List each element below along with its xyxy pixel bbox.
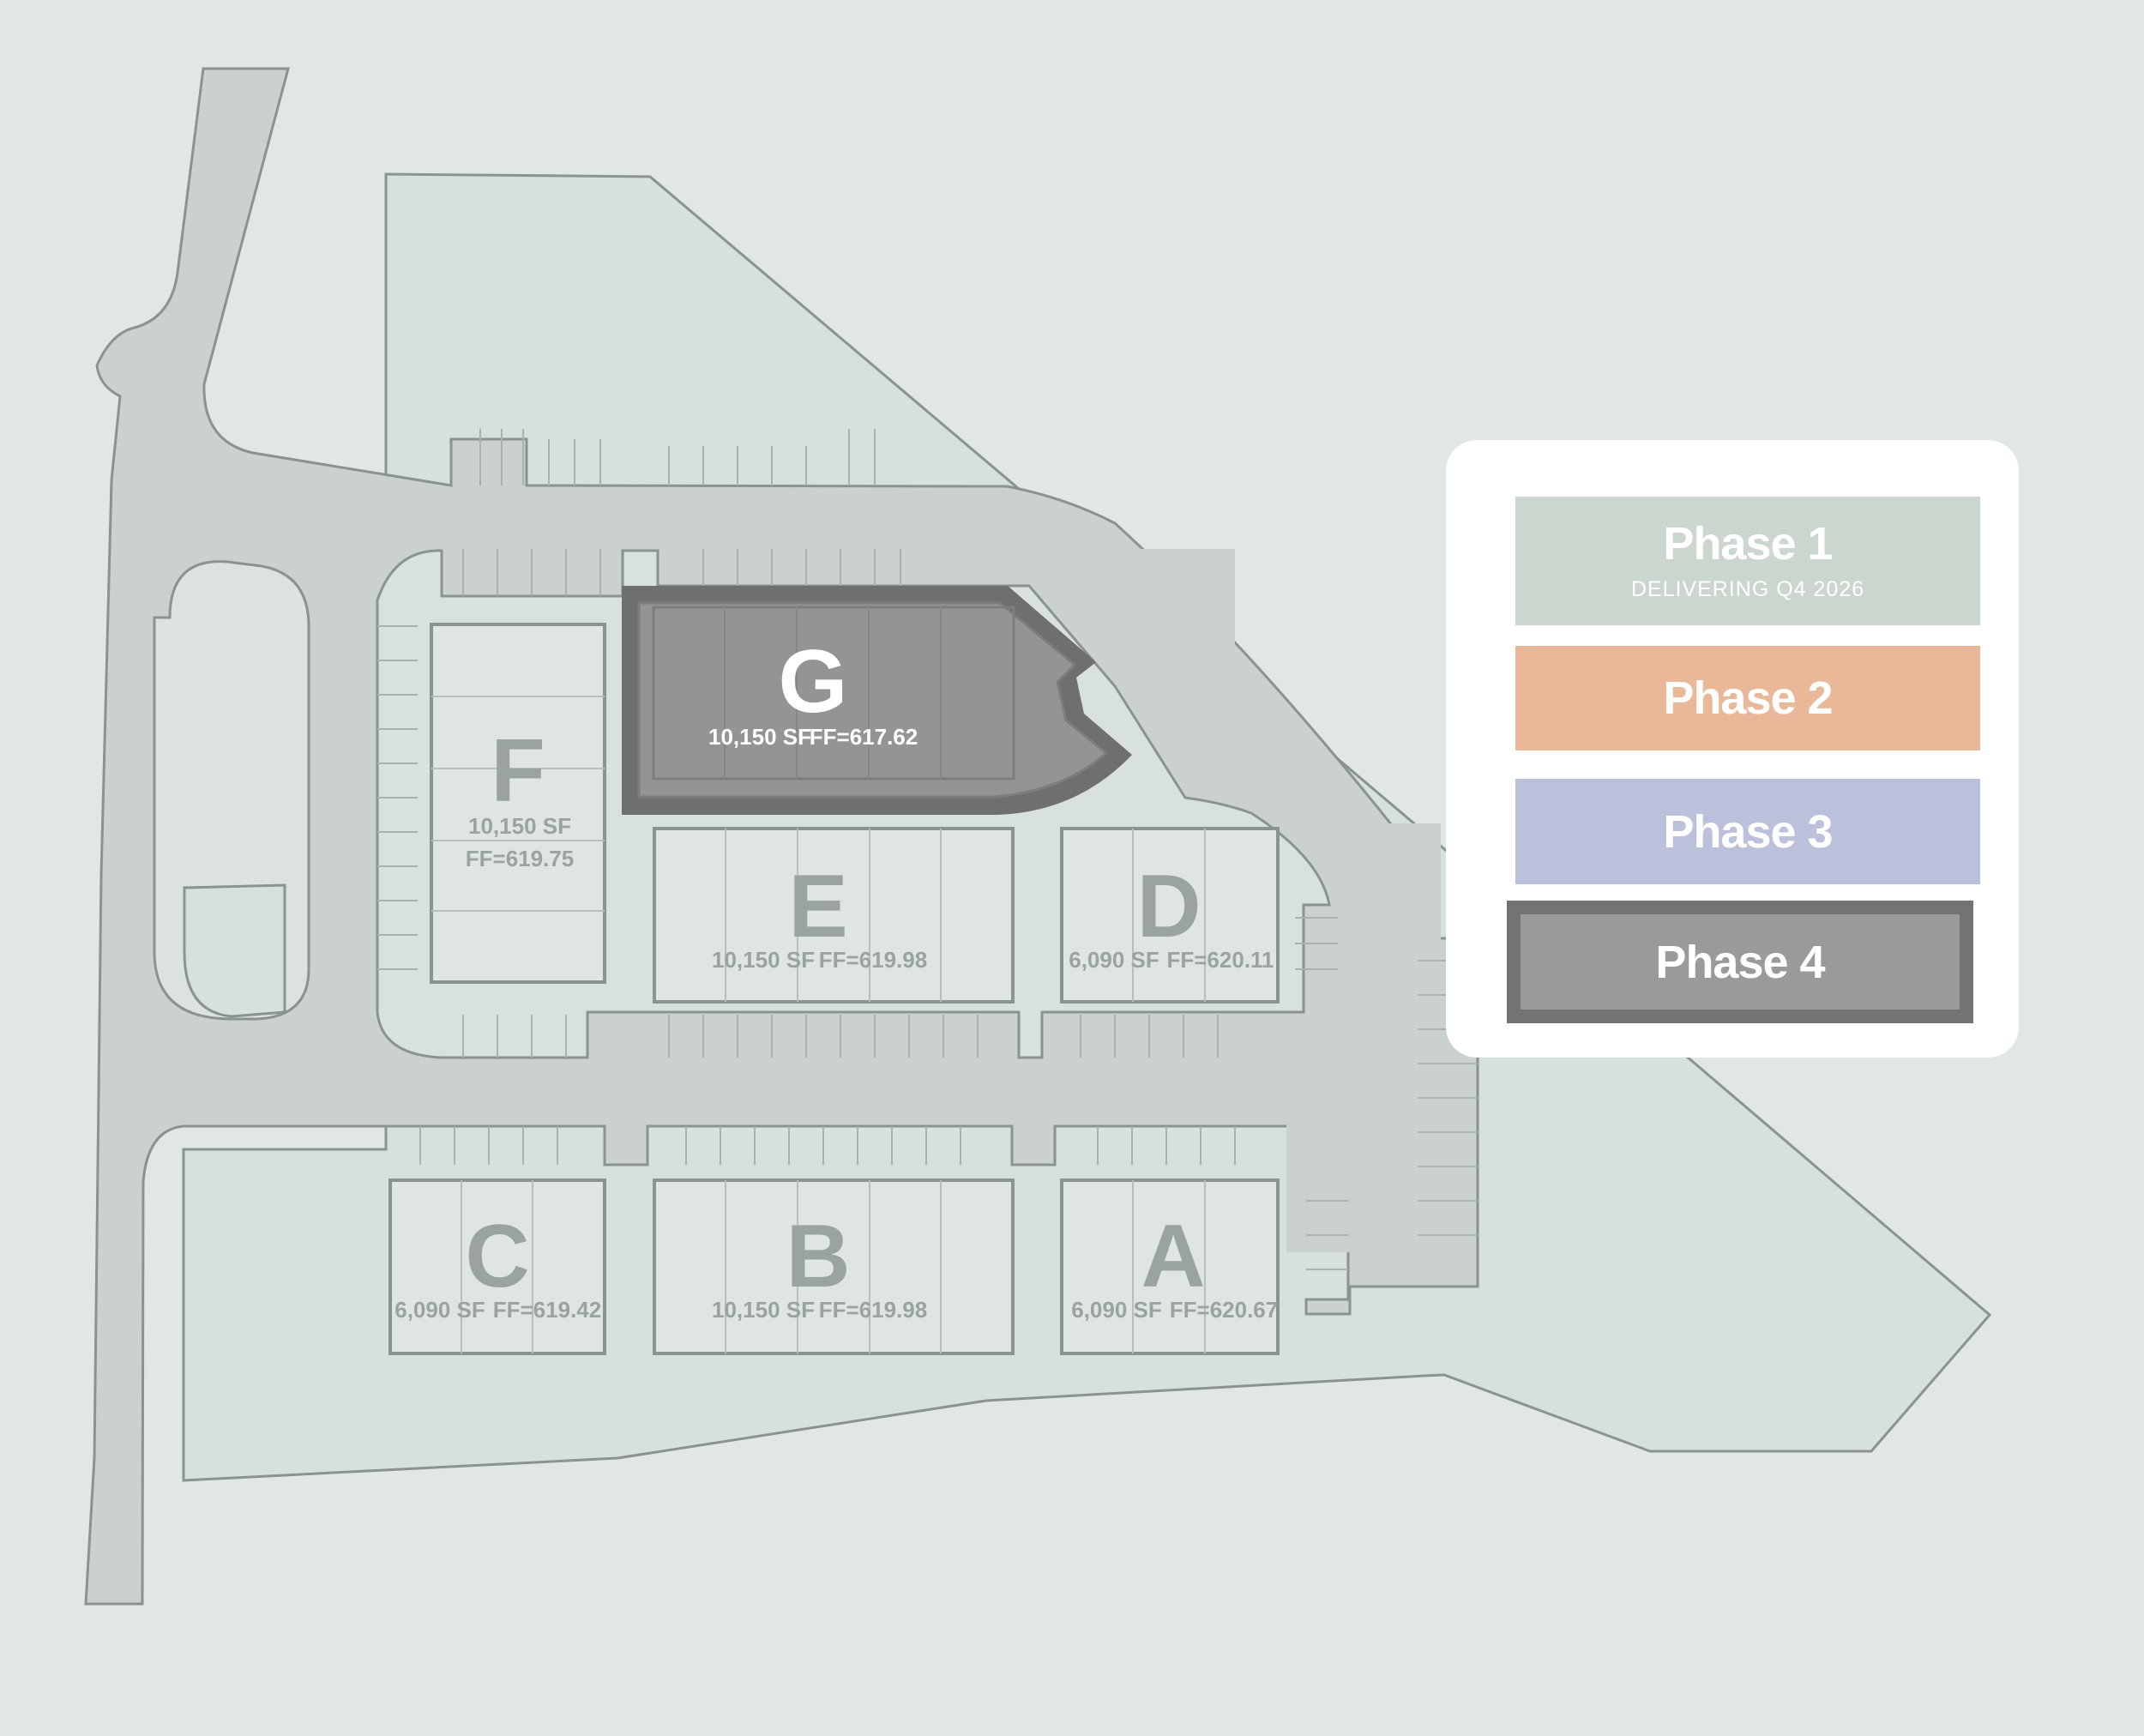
building-g[interactable]: G 10,150 SF FF=617.62 <box>622 586 1132 815</box>
building-a-letter: A <box>1141 1207 1205 1306</box>
legend-phase-3[interactable]: Phase 3 <box>1515 779 1980 884</box>
building-b-ff: FF=619.98 <box>819 1297 927 1323</box>
phase-1-label: Phase 1 <box>1663 517 1833 570</box>
building-c[interactable]: C 6,090 SF FF=619.42 <box>388 1178 606 1355</box>
parking-stalls-north <box>462 429 901 596</box>
parking-stalls-middle <box>419 1015 1236 1165</box>
phase-4-label: Phase 4 <box>1655 936 1825 988</box>
building-a-ff: FF=620.67 <box>1170 1297 1278 1323</box>
building-b-letter: B <box>786 1207 850 1306</box>
building-d[interactable]: D 6,090 SF FF=620.11 <box>1060 827 1280 1004</box>
building-f[interactable]: F 10,150 SF FF=619.75 <box>430 623 606 984</box>
building-b-area: 10,150 SF <box>712 1297 815 1323</box>
building-e-area: 10,150 SF <box>712 947 815 973</box>
building-c-area: 6,090 SF <box>394 1297 485 1323</box>
building-b[interactable]: B 10,150 SF FF=619.98 <box>653 1178 1015 1355</box>
building-g-footprint <box>637 601 1109 799</box>
building-c-letter: C <box>465 1207 529 1306</box>
legend-phase-1[interactable]: Phase 1 DELIVERING Q4 2026 <box>1515 497 1980 625</box>
phase-1-delivery-note: DELIVERING Q4 2026 <box>1630 576 1865 601</box>
parking-stalls-west <box>377 625 418 970</box>
building-a[interactable]: A 6,090 SF FF=620.67 <box>1060 1178 1280 1355</box>
phase-3-label: Phase 3 <box>1663 805 1833 858</box>
building-e-ff: FF=619.98 <box>819 947 927 973</box>
building-d-letter: D <box>1136 857 1201 956</box>
building-f-ff: FF=619.75 <box>466 846 574 871</box>
building-e[interactable]: E 10,150 SF FF=619.98 <box>653 827 1015 1004</box>
phase-2-label: Phase 2 <box>1663 672 1833 724</box>
building-e-letter: E <box>788 857 847 956</box>
building-g-letter: G <box>779 632 848 732</box>
building-d-area: 6,090 SF <box>1069 947 1159 973</box>
phase-legend: Phase 1 DELIVERING Q4 2026 Phase 2 Phase… <box>1446 440 2019 1058</box>
legend-phase-4[interactable]: Phase 4 <box>1507 901 1973 1023</box>
building-d-ff: FF=620.11 <box>1166 947 1274 973</box>
building-g-ff: FF=617.62 <box>810 724 918 750</box>
building-a-area: 6,090 SF <box>1071 1297 1162 1323</box>
legend-phase-2[interactable]: Phase 2 <box>1515 646 1980 750</box>
west-island-inner <box>183 883 286 1018</box>
building-g-area: 10,150 SF <box>708 724 811 750</box>
building-f-area: 10,150 SF <box>468 813 571 839</box>
building-f-letter: F <box>491 721 545 821</box>
building-c-ff: FF=619.42 <box>493 1297 601 1323</box>
